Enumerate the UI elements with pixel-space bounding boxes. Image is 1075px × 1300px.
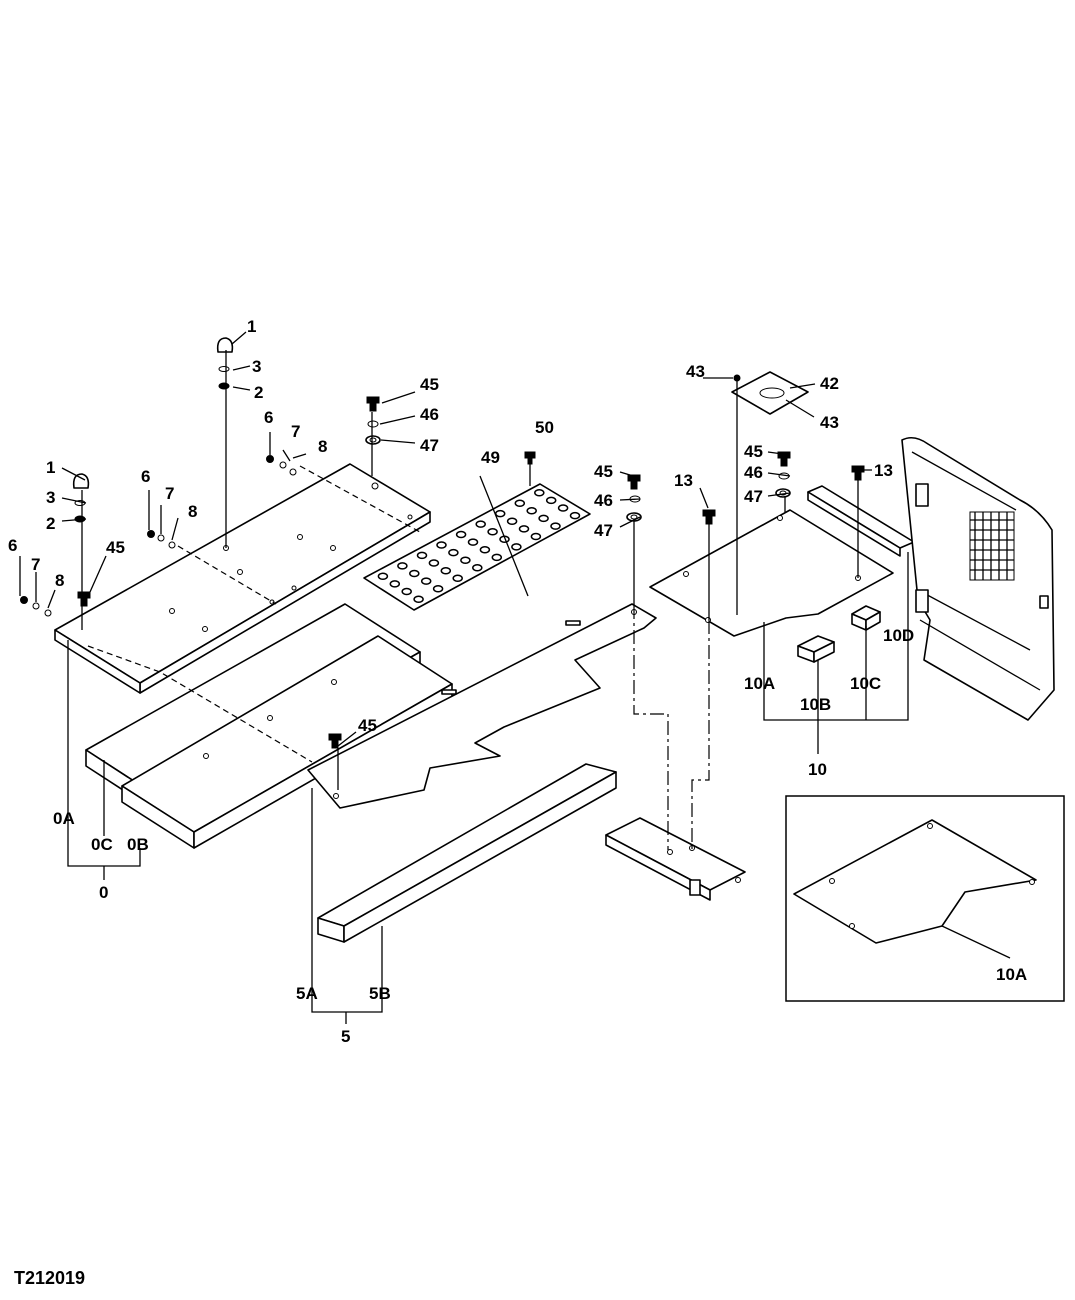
callout-0a: 0A bbox=[53, 809, 75, 828]
callout-labels: 1 3 2 1 3 2 6 7 8 6 7 8 6 7 8 45 46 47 4… bbox=[8, 317, 1027, 1046]
mat-perforation bbox=[569, 511, 581, 520]
mat-perforation bbox=[518, 525, 530, 533]
mat-perforation bbox=[428, 559, 440, 567]
mat-perforation bbox=[550, 522, 561, 530]
mat-perforation bbox=[514, 499, 526, 507]
mat-perforation bbox=[409, 569, 420, 578]
callout-45: 45 bbox=[744, 442, 763, 461]
mat-perforation bbox=[475, 520, 486, 528]
mat-perforation bbox=[389, 580, 401, 588]
mat-perforation bbox=[467, 538, 479, 546]
mat-perforation bbox=[511, 543, 522, 551]
mat-perforation bbox=[506, 517, 518, 526]
mat-perforation bbox=[432, 584, 444, 593]
callout-6: 6 bbox=[141, 467, 150, 486]
callout-10a: 10A bbox=[744, 674, 775, 693]
callout-42: 42 bbox=[820, 374, 839, 393]
callout-49: 49 bbox=[481, 448, 500, 467]
callout-5b: 5B bbox=[369, 984, 391, 1003]
group-label-0: 0 bbox=[99, 883, 108, 902]
callout-47: 47 bbox=[744, 487, 763, 506]
callout-10d: 10D bbox=[883, 626, 914, 645]
callout-10a-inset: 10A bbox=[996, 965, 1027, 984]
callout-13: 13 bbox=[674, 471, 693, 490]
mat-perforation bbox=[436, 541, 447, 549]
callout-0b: 0B bbox=[127, 835, 149, 854]
callout-2: 2 bbox=[46, 514, 55, 533]
mat-perforation bbox=[534, 488, 545, 497]
callout-1: 1 bbox=[46, 458, 55, 477]
callout-43: 43 bbox=[820, 413, 839, 432]
mat-perforation bbox=[538, 514, 549, 523]
mat-perforation bbox=[557, 504, 569, 512]
perforated-mat-49 bbox=[363, 483, 591, 611]
callout-13: 13 bbox=[874, 461, 893, 480]
mat-perforation bbox=[401, 587, 412, 596]
callout-7: 7 bbox=[31, 555, 40, 574]
callout-45: 45 bbox=[358, 716, 377, 735]
mat-perforation bbox=[420, 577, 432, 585]
callout-45: 45 bbox=[106, 538, 125, 557]
callout-8: 8 bbox=[188, 502, 197, 521]
callout-7: 7 bbox=[165, 484, 174, 503]
callout-45: 45 bbox=[420, 375, 439, 394]
callout-10c: 10C bbox=[850, 674, 881, 693]
mat-perforation bbox=[452, 574, 463, 583]
callout-43: 43 bbox=[686, 362, 705, 381]
callout-46: 46 bbox=[594, 491, 613, 510]
block-10b bbox=[797, 635, 835, 663]
mat-perforation bbox=[460, 556, 471, 564]
mat-perforation bbox=[494, 509, 506, 518]
callout-8: 8 bbox=[55, 571, 64, 590]
callout-6: 6 bbox=[264, 408, 273, 427]
inset-detail-box bbox=[785, 795, 1065, 1002]
group-label-5: 5 bbox=[341, 1027, 350, 1046]
block-5b bbox=[317, 763, 617, 943]
callout-0c: 0C bbox=[91, 835, 113, 854]
callout-46: 46 bbox=[420, 405, 439, 424]
mat-perforation bbox=[526, 507, 537, 515]
mat-perforation bbox=[530, 532, 542, 541]
plate-5a bbox=[307, 603, 657, 809]
callout-46: 46 bbox=[744, 463, 763, 482]
group-label-10: 10 bbox=[808, 760, 827, 779]
callout-6: 6 bbox=[8, 536, 17, 555]
mat-perforation bbox=[397, 562, 408, 570]
bracket bbox=[605, 817, 746, 901]
mat-perforation bbox=[413, 595, 424, 603]
mat-perforation bbox=[416, 551, 428, 560]
mat-perforation bbox=[455, 530, 467, 539]
mat-perforation bbox=[487, 527, 498, 536]
callout-50: 50 bbox=[535, 418, 554, 437]
callout-1: 1 bbox=[247, 317, 256, 336]
cover-plate-42 bbox=[731, 371, 809, 415]
mat-perforation bbox=[545, 496, 557, 505]
mat-perforation bbox=[491, 553, 503, 562]
callout-47: 47 bbox=[420, 436, 439, 455]
mat-perforation bbox=[377, 572, 389, 581]
mat-perforation bbox=[440, 566, 452, 575]
callout-3: 3 bbox=[252, 357, 261, 376]
side-panel bbox=[901, 436, 1055, 721]
callout-7: 7 bbox=[291, 422, 300, 441]
callout-47: 47 bbox=[594, 521, 613, 540]
callout-3: 3 bbox=[46, 488, 55, 507]
callout-2: 2 bbox=[254, 383, 263, 402]
mat-perforation bbox=[472, 564, 483, 572]
callout-8: 8 bbox=[318, 437, 327, 456]
figure-id: T212019 bbox=[14, 1268, 86, 1288]
mat-perforation bbox=[448, 548, 459, 557]
callout-45: 45 bbox=[594, 462, 613, 481]
leader-lines bbox=[19, 331, 1011, 1024]
callout-5a: 5A bbox=[296, 984, 318, 1003]
assembly-dashed-lines bbox=[87, 465, 710, 850]
callout-10b: 10B bbox=[800, 695, 831, 714]
mat-perforation bbox=[479, 546, 491, 554]
floor-plate-0a bbox=[54, 463, 431, 694]
